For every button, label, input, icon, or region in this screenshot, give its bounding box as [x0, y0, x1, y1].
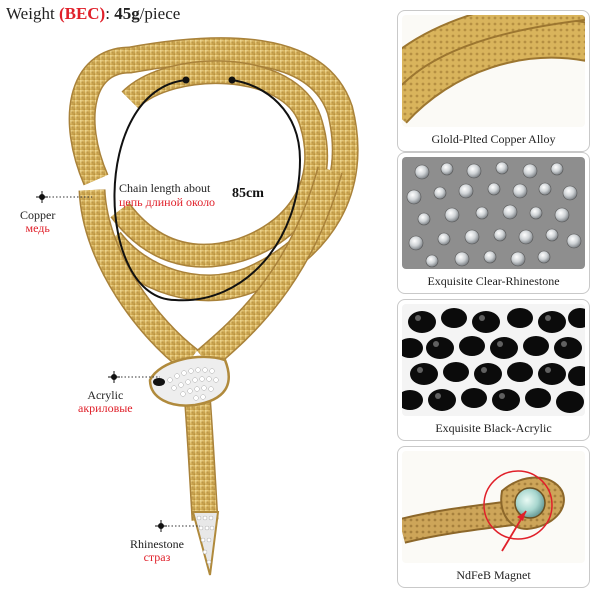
- weight-header: Weight (BEC): 45g/piece: [6, 4, 180, 24]
- magnet-closeup: [402, 451, 585, 563]
- panel-clear-rhinestone: Exquisite Clear-Rhinestone: [397, 152, 590, 294]
- chain-length-value: 85cm: [232, 186, 264, 201]
- snake-eye: [153, 378, 165, 386]
- clear-rhinestone-closeup: [402, 157, 585, 269]
- callout-acrylic-ru: акриловые: [78, 401, 133, 415]
- panel-caption-copper: Glold-Plted Copper Alloy: [431, 132, 556, 146]
- callout-rhinestone-en: Rhinestone: [130, 537, 184, 551]
- chain-label-en: Chain length about: [119, 181, 211, 195]
- black-acrylic-closeup: [402, 304, 585, 416]
- chain-outer: [70, 38, 358, 300]
- weight-value: 45g: [114, 4, 140, 23]
- callout-acrylic-en: Acrylic: [87, 388, 124, 402]
- callout-rhinestone-ru: страз: [143, 550, 171, 564]
- callout-rhinestone: Rhinestone страз: [130, 538, 184, 564]
- chain-label-ru: цепь длиной около: [119, 195, 216, 209]
- callout-copper-ru: медь: [25, 221, 50, 235]
- copper-alloy-closeup: [402, 15, 585, 127]
- weight-label: Weight: [6, 4, 55, 23]
- panel-caption-clear-rhinestone: Exquisite Clear-Rhinestone: [427, 274, 560, 288]
- weight-unit: /piece: [139, 4, 181, 23]
- panel-magnet: NdFeB Magnet: [397, 446, 590, 588]
- callout-acrylic: Acrylic акриловые: [78, 389, 133, 415]
- opal-magnet: [514, 487, 546, 519]
- rhinestone-tip: [191, 511, 220, 576]
- panel-copper-alloy: Glold-Plted Copper Alloy: [397, 10, 590, 152]
- panel-caption-magnet: NdFeB Magnet: [456, 568, 531, 582]
- snake-necklace-image: [36, 37, 359, 576]
- panel-caption-black-acrylic: Exquisite Black-Acrylic: [435, 421, 552, 435]
- chain-length-arc: [113, 79, 302, 302]
- panel-black-acrylic: Exquisite Black-Acrylic: [397, 299, 590, 441]
- callout-copper-en: Copper: [20, 208, 56, 222]
- weight-label-ru: (BEC): [58, 4, 106, 23]
- magnet-highlight-circle: [483, 470, 553, 540]
- chain-length-label: Chain length about цепь длиной около: [119, 181, 215, 209]
- weight-colon: :: [105, 4, 110, 23]
- callout-copper: Copper медь: [20, 209, 55, 235]
